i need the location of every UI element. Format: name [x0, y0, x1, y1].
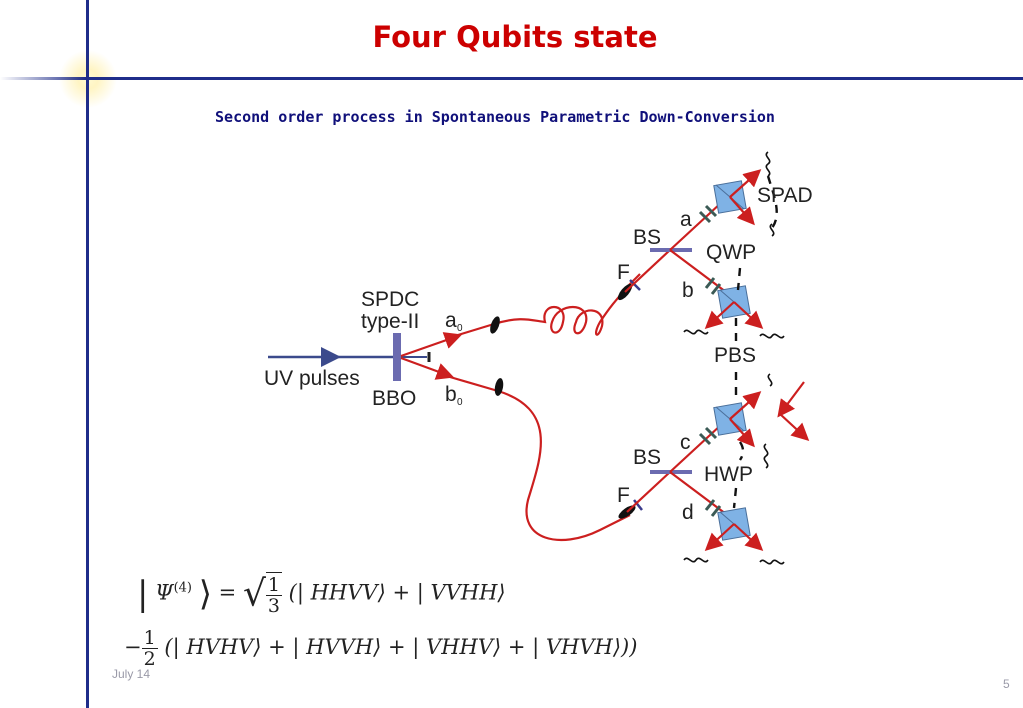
filter-top	[629, 279, 641, 291]
minus-sign: −	[124, 635, 142, 659]
label-b: b	[682, 279, 694, 302]
label-b0-sub: 0	[457, 397, 463, 408]
detector-1	[765, 151, 771, 177]
beam-b0	[400, 356, 455, 380]
link-c	[738, 441, 745, 461]
waveplate-b	[704, 277, 722, 295]
link-hwp	[732, 487, 738, 509]
waveplate-c	[698, 426, 718, 446]
detector-2	[769, 223, 775, 237]
header-rule	[86, 77, 1023, 80]
bbo-crystal	[393, 333, 401, 381]
line2-terms: (| HVHV⟩ + | HVVH⟩ + | VHHV⟩ + | VHVH⟩))	[164, 635, 638, 659]
label-c: c	[680, 431, 691, 454]
label-qwp: QWP	[706, 241, 756, 264]
line1-terms: (| HHVV⟩ + | VVHH⟩	[288, 580, 506, 605]
label-bs-top: BS	[633, 226, 661, 249]
filter-bottom	[633, 499, 643, 511]
coupler-bottom-in	[494, 378, 504, 396]
detector-8	[759, 559, 785, 565]
slide-title: Four Qubits state	[372, 20, 658, 54]
label-bbo: BBO	[372, 387, 416, 410]
label-spdc: SPDC	[361, 288, 419, 311]
label-b0: b	[445, 383, 457, 406]
beam-b	[669, 249, 727, 293]
link-qwp-top	[736, 267, 742, 291]
fiber-top	[457, 273, 641, 337]
psi-symbol: Ψ	[155, 580, 174, 605]
psi-superscript: (4)	[173, 580, 192, 596]
slide-subtitle: Second order process in Spontaneous Para…	[215, 108, 775, 126]
beam-a	[669, 201, 723, 251]
label-f-top: F	[617, 261, 630, 284]
label-type: type-II	[361, 310, 419, 333]
equals-sign: =	[218, 580, 237, 605]
label-a: a	[680, 208, 692, 231]
label-pbs: PBS	[714, 344, 756, 367]
label-a0: a	[445, 309, 457, 332]
detector-5	[767, 373, 773, 387]
label-bs-bottom: BS	[633, 446, 661, 469]
label-hwp: HWP	[704, 463, 753, 486]
beam-a0	[400, 332, 463, 358]
header-rule-left	[0, 77, 86, 80]
label-a0-sub: 0	[457, 323, 463, 334]
detector-7	[683, 557, 709, 563]
beam-c	[669, 423, 723, 473]
detector-3	[683, 329, 709, 335]
link-spad	[766, 175, 778, 229]
label-spad: SPAD	[757, 184, 813, 207]
footer-date: July 14	[112, 667, 151, 681]
label-d: d	[682, 501, 694, 524]
coupler-top-in	[490, 316, 500, 334]
label-f-bottom: F	[617, 484, 630, 507]
label-uv: UV pulses	[264, 367, 360, 390]
page-number: 5	[1003, 677, 1010, 691]
waveplate-d	[704, 499, 722, 517]
detector-6	[763, 443, 769, 469]
detector-4	[759, 333, 785, 339]
beam-d	[669, 471, 727, 515]
fiber-bottom	[449, 375, 631, 542]
waveplate-a	[698, 204, 718, 224]
left-rule	[86, 0, 89, 708]
